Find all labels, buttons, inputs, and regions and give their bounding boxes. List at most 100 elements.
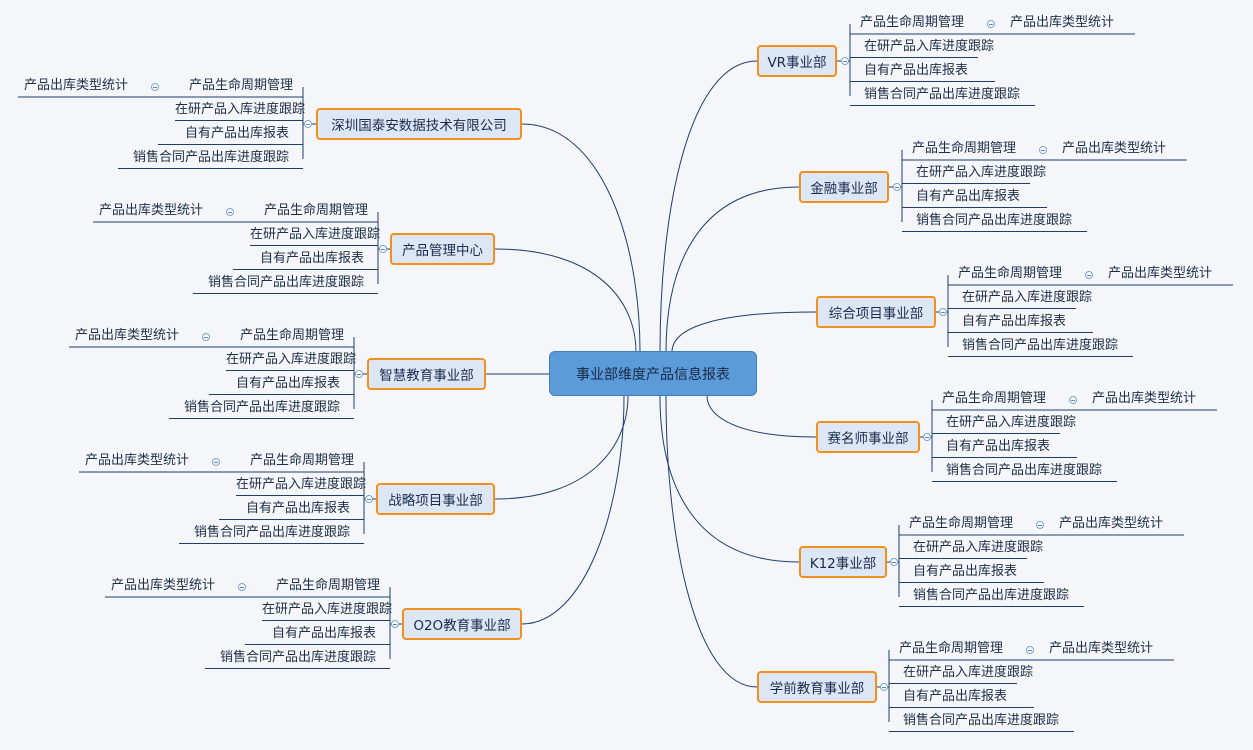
leaf-item[interactable]: 产品出库类型统计: [23, 78, 128, 93]
leaf-item[interactable]: 销售合同产品出库进度跟踪: [179, 524, 364, 544]
leaf-item[interactable]: 在研产品入库进度跟踪: [948, 289, 1092, 309]
collapse-toggle-icon[interactable]: [391, 620, 399, 628]
department-node[interactable]: 深圳国泰安数据技术有限公司: [316, 108, 522, 140]
leaf-item[interactable]: 自有产品出库报表: [233, 250, 378, 270]
branch-curve: [665, 186, 800, 353]
leaf-item[interactable]: 产品生命周期管理: [909, 516, 1014, 531]
leaf-item[interactable]: 自有产品出库报表: [158, 125, 303, 145]
branch-curve: [706, 395, 817, 438]
leaf-item[interactable]: 销售合同产品出库进度跟踪: [193, 274, 378, 294]
leaf-item[interactable]: 自有产品出库报表: [889, 688, 1034, 708]
department-node[interactable]: K12事业部: [799, 546, 887, 578]
leaf-item[interactable]: 产品生命周期管理: [188, 78, 293, 93]
department-node[interactable]: 学前教育事业部: [757, 671, 877, 703]
leaf-item[interactable]: 产品出库类型统计: [1092, 391, 1197, 406]
leaf-item[interactable]: 产品生命周期管理: [942, 391, 1047, 406]
leaf-item[interactable]: 自有产品出库报表: [899, 563, 1044, 583]
department-node[interactable]: 赛名师事业部: [816, 421, 920, 453]
leaf-item[interactable]: 产品生命周期管理: [860, 15, 965, 30]
leaf-item[interactable]: 自有产品出库报表: [219, 500, 364, 520]
leaf-item[interactable]: 销售合同产品出库进度跟踪: [850, 86, 1035, 106]
collapse-toggle-icon[interactable]: [987, 20, 995, 28]
leaf-item[interactable]: 产品出库类型统计: [1059, 516, 1164, 531]
collapse-toggle-icon[interactable]: [1069, 396, 1077, 404]
leaf-item[interactable]: 产品出库类型统计: [1049, 641, 1154, 656]
leaf-item[interactable]: 产品生命周期管理: [263, 203, 368, 218]
root-node[interactable]: 事业部维度产品信息报表: [549, 351, 757, 396]
leaf-item[interactable]: 产品生命周期管理: [912, 141, 1017, 156]
leaf-item[interactable]: 销售合同产品出库进度跟踪: [932, 462, 1117, 482]
leaf-item[interactable]: 自有产品出库报表: [850, 62, 995, 82]
leaf-item[interactable]: 销售合同产品出库进度跟踪: [118, 149, 303, 169]
leaf-item[interactable]: 在研产品入库进度跟踪: [850, 38, 994, 58]
leaf-item[interactable]: 在研产品入库进度跟踪: [902, 164, 1046, 184]
leaf-item[interactable]: 在研产品入库进度跟踪: [262, 601, 392, 621]
branch-curve: [494, 395, 629, 500]
leaf-item[interactable]: 自有产品出库报表: [902, 188, 1047, 208]
collapse-toggle-icon[interactable]: [379, 245, 387, 253]
collapse-toggle-icon[interactable]: [841, 57, 849, 65]
collapse-toggle-icon[interactable]: [880, 683, 888, 691]
department-node[interactable]: VR事业部: [757, 45, 837, 77]
root-label: 事业部维度产品信息报表: [576, 366, 730, 383]
leaf-item[interactable]: 在研产品入库进度跟踪: [899, 539, 1043, 559]
leaf-item[interactable]: 销售合同产品出库进度跟踪: [169, 399, 354, 419]
leaf-item[interactable]: 销售合同产品出库进度跟踪: [899, 587, 1084, 607]
department-label: 学前教育事业部: [769, 681, 865, 697]
collapse-toggle-icon[interactable]: [355, 370, 363, 378]
leaf-item[interactable]: 在研产品入库进度跟踪: [226, 351, 356, 371]
collapse-toggle-icon[interactable]: [212, 458, 220, 466]
leaf-item[interactable]: 产品生命周期管理: [899, 641, 1004, 656]
leaf-item[interactable]: 产品生命周期管理: [275, 578, 380, 593]
leaf-item[interactable]: 自有产品出库报表: [209, 375, 354, 395]
branch-curve: [521, 395, 625, 625]
department-label: 战略项目事业部: [388, 493, 483, 509]
leaf-item[interactable]: 产品出库类型统计: [1108, 266, 1213, 281]
leaf-item[interactable]: 产品生命周期管理: [239, 328, 344, 343]
leaf-item[interactable]: 在研产品入库进度跟踪: [932, 414, 1076, 434]
collapse-toggle-icon[interactable]: [151, 83, 159, 91]
department-node[interactable]: 战略项目事业部: [376, 483, 495, 515]
leaf-item[interactable]: 销售合同产品出库进度跟踪: [889, 712, 1074, 732]
department-label: 深圳国泰安数据技术有限公司: [331, 118, 507, 134]
leaf-item[interactable]: 销售合同产品出库进度跟踪: [205, 649, 390, 669]
department-node[interactable]: 金融事业部: [799, 171, 889, 203]
collapse-toggle-icon[interactable]: [1036, 521, 1044, 529]
collapse-toggle-icon[interactable]: [304, 120, 312, 128]
branch-curve: [665, 395, 758, 688]
department-node[interactable]: 智慧教育事业部: [367, 358, 486, 390]
collapse-toggle-icon[interactable]: [890, 558, 898, 566]
leaf-item[interactable]: 产品生命周期管理: [958, 266, 1063, 281]
leaf-item[interactable]: 在研产品入库进度跟踪: [236, 476, 366, 496]
collapse-toggle-icon[interactable]: [238, 583, 246, 591]
leaf-item[interactable]: 产品生命周期管理: [249, 453, 354, 468]
leaf-item[interactable]: 产品出库类型统计: [74, 328, 179, 343]
collapse-toggle-icon[interactable]: [939, 308, 947, 316]
leaf-item[interactable]: 产品出库类型统计: [84, 453, 189, 468]
leaf-item[interactable]: 产品出库类型统计: [110, 578, 215, 593]
collapse-toggle-icon[interactable]: [1085, 271, 1093, 279]
collapse-toggle-icon[interactable]: [226, 208, 234, 216]
department-node[interactable]: O2O教育事业部: [402, 608, 522, 640]
leaf-item[interactable]: 自有产品出库报表: [932, 438, 1077, 458]
collapse-toggle-icon[interactable]: [893, 183, 901, 191]
leaf-item[interactable]: 在研产品入库进度跟踪: [250, 226, 380, 246]
department-node[interactable]: 综合项目事业部: [816, 296, 936, 328]
leaf-item[interactable]: 销售合同产品出库进度跟踪: [948, 337, 1133, 357]
leaf-item[interactable]: 在研产品入库进度跟踪: [889, 664, 1033, 684]
collapse-toggle-icon[interactable]: [923, 433, 931, 441]
branch-curve: [521, 123, 641, 353]
branch-curve: [671, 311, 817, 353]
collapse-toggle-icon[interactable]: [202, 333, 210, 341]
leaf-item[interactable]: 在研产品入库进度跟踪: [175, 101, 305, 121]
leaf-item[interactable]: 产品出库类型统计: [1062, 141, 1167, 156]
collapse-toggle-icon[interactable]: [1039, 146, 1047, 154]
leaf-item[interactable]: 产品出库类型统计: [98, 203, 203, 218]
leaf-item[interactable]: 自有产品出库报表: [948, 313, 1093, 333]
collapse-toggle-icon[interactable]: [365, 495, 373, 503]
collapse-toggle-icon[interactable]: [1026, 646, 1034, 654]
leaf-item[interactable]: 自有产品出库报表: [245, 625, 390, 645]
department-node[interactable]: 产品管理中心: [390, 233, 495, 265]
leaf-item[interactable]: 销售合同产品出库进度跟踪: [902, 212, 1087, 232]
leaf-item[interactable]: 产品出库类型统计: [1010, 15, 1115, 30]
